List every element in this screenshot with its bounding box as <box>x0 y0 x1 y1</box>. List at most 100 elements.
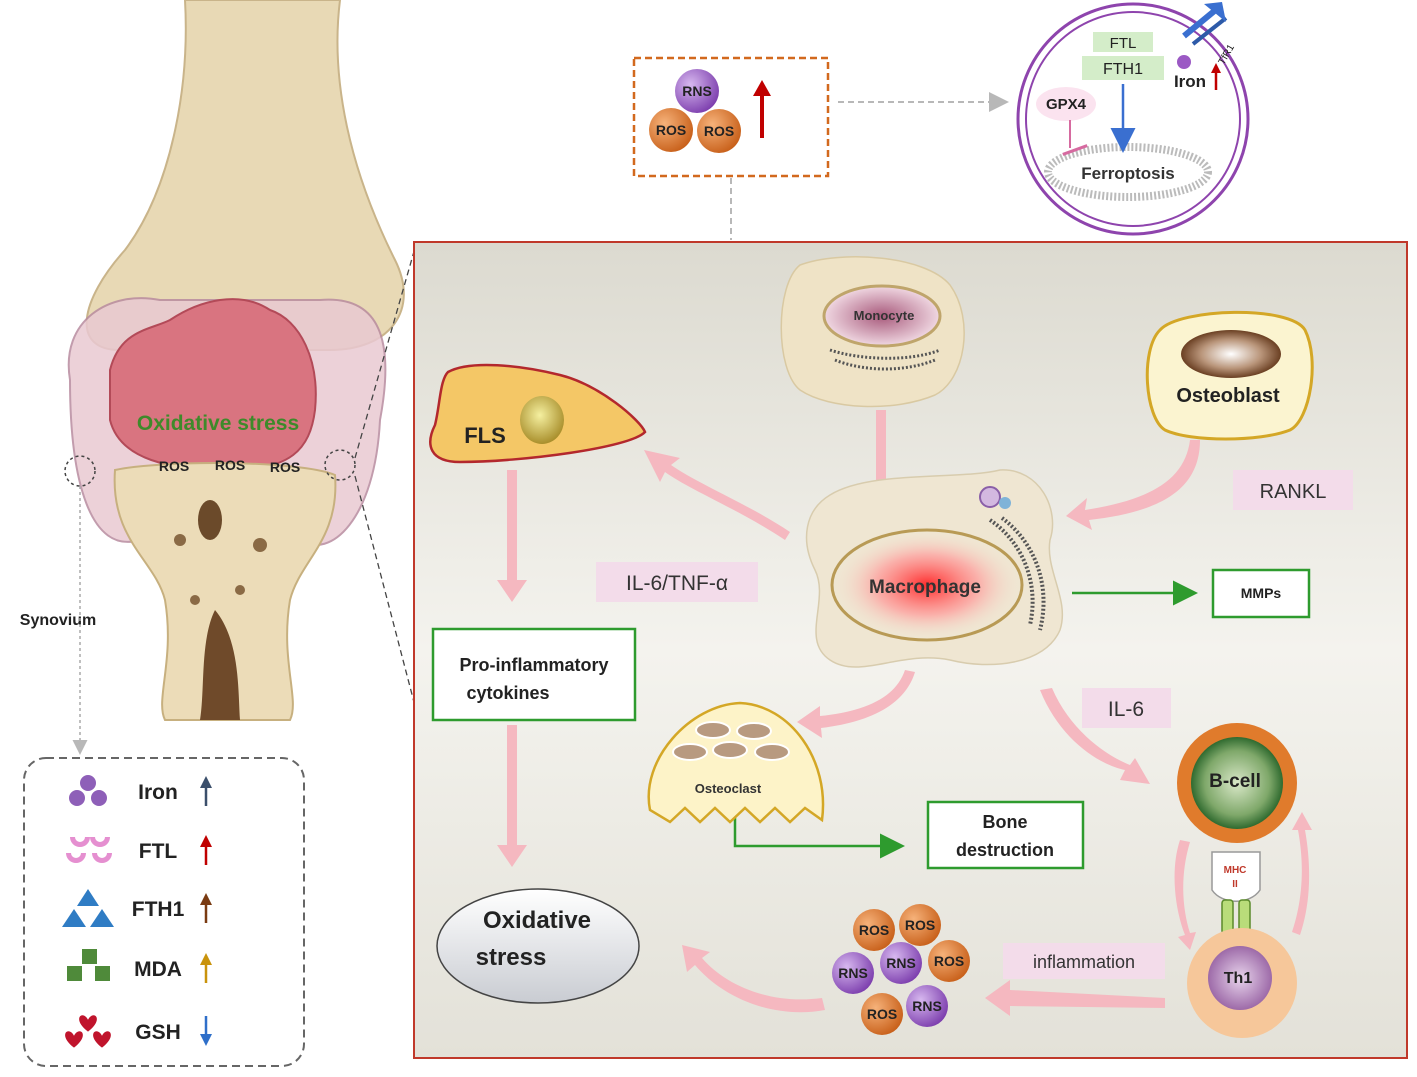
osteoblast-cell <box>1145 310 1314 441</box>
cluster-sphere-ros-4: ROS <box>861 993 903 1035</box>
arrow-up-icon <box>200 835 212 865</box>
iron-dot-icon <box>1177 55 1191 69</box>
bone-destruction-label-line1: Bone <box>983 812 1028 832</box>
arrow-down-icon <box>200 1016 212 1046</box>
mmps-box <box>1211 568 1311 619</box>
cytokines-to-oxidative-arrow <box>497 725 527 867</box>
legend-row-ftl: FTL <box>66 835 212 865</box>
legend-label-ftl: FTL <box>139 840 178 863</box>
th1-label: Th1 <box>1224 970 1253 987</box>
oxidative-stress-label-line2: stress <box>476 944 547 971</box>
inflammation-label: inflammation <box>1033 952 1135 972</box>
arrow-up-icon <box>200 893 212 923</box>
ros-sphere-2 <box>697 109 741 153</box>
ferroptosis-cell <box>1016 2 1250 236</box>
knee-joint-illustration <box>64 0 405 721</box>
bone-destruction-box <box>926 800 1085 870</box>
il6-tag <box>1082 688 1171 728</box>
gpx4-box <box>1036 87 1096 121</box>
arrow-up-icon <box>200 953 212 983</box>
cluster-label-5: RNS <box>912 998 942 1014</box>
ros-sphere-1 <box>649 108 693 152</box>
fls-cell <box>429 363 647 464</box>
iron-label: Iron <box>1174 72 1206 91</box>
monocyte-cell <box>780 256 965 408</box>
il6-tnf-tag <box>596 562 758 602</box>
bone-destruction-label-line2: destruction <box>956 840 1054 860</box>
legend-label-mda: MDA <box>134 958 182 981</box>
legend-label-gsh: GSH <box>135 1021 181 1044</box>
mhc-ii-molecule <box>1211 851 1261 935</box>
joint-zoom-circle <box>324 449 356 481</box>
ferritin-light-chain-icon <box>66 837 112 863</box>
ftl-box <box>1093 32 1153 52</box>
th1-cell <box>1187 928 1297 1038</box>
osteoclast-cell <box>647 701 825 824</box>
ros-cluster-to-oxidative-arrow <box>682 945 825 1013</box>
ros-rns-cluster: RNS ROS RNS ROS ROS RNS ROS <box>832 904 970 1035</box>
arrow-up-icon <box>200 776 212 806</box>
cluster-label-2: RNS <box>838 965 868 981</box>
cluster-sphere-rns-6: RNS <box>880 942 922 984</box>
cluster-label-3: ROS <box>934 953 964 969</box>
pro-inflammatory-label-line2: cytokines <box>466 683 549 703</box>
oxidative-stress-oval <box>436 888 640 1004</box>
fls-to-cytokines-arrow <box>497 470 527 602</box>
macrophage-to-bcell-arrow <box>1040 688 1150 784</box>
ftl-label: FTL <box>1110 35 1137 52</box>
macrophage-label: Macrophage <box>869 577 981 598</box>
joint-oxidative-stress-label: Oxidative stress <box>137 412 299 435</box>
macrophage-cell <box>805 469 1064 668</box>
ros-label-2: ROS <box>704 123 734 139</box>
joint-ros-label-3: ROS <box>270 459 300 475</box>
th1-to-bcell-arrow <box>1292 812 1312 935</box>
il6-label: IL-6 <box>1108 698 1144 721</box>
monocyte-to-macrophage-arrow <box>866 410 896 505</box>
bcell-to-th1-arrow <box>1174 840 1196 950</box>
il6-tnf-label: IL-6/TNF-α <box>626 572 728 595</box>
rankl-tag <box>1233 470 1353 510</box>
tfr1-receptor-icon <box>1182 2 1228 46</box>
gpx4-label: GPX4 <box>1046 96 1087 113</box>
ros-increase-arrow-icon <box>753 80 771 138</box>
zoom-line-bottom <box>354 475 416 707</box>
inflammation-tag <box>1003 943 1165 979</box>
osteoblast-to-macrophage-arrow <box>1066 440 1200 530</box>
cluster-sphere-ros-0: ROS <box>853 909 895 951</box>
cluster-label-1: ROS <box>905 917 935 933</box>
cluster-label-6: RNS <box>886 955 916 971</box>
oxidative-stress-label-line1: Oxidative <box>483 907 591 934</box>
rns-label: RNS <box>682 83 712 99</box>
b-cell <box>1177 723 1297 843</box>
square-cluster-icon <box>67 949 110 981</box>
mmps-label: MMPs <box>1241 585 1282 601</box>
osteoclast-label: Osteoclast <box>695 781 762 796</box>
rankl-label: RANKL <box>1260 481 1327 503</box>
cluster-sphere-ros-1: ROS <box>899 904 941 946</box>
rns-sphere <box>675 69 719 113</box>
synovium-zoom-circle <box>64 455 96 487</box>
cluster-label-4: ROS <box>867 1006 897 1022</box>
fth1-box <box>1082 56 1164 80</box>
pink-arrows <box>497 410 1312 1016</box>
cluster-sphere-rns-2: RNS <box>832 952 874 994</box>
heart-cluster-icon <box>65 1015 111 1048</box>
biomarker-legend-box <box>23 757 305 1067</box>
ros-label-1: ROS <box>656 122 686 138</box>
legend-row-fth1: FTH1 <box>62 889 212 927</box>
pro-inflammatory-cytokines-box <box>431 627 637 722</box>
b-cell-label: B-cell <box>1209 771 1261 792</box>
iron-cluster-icon <box>69 775 107 806</box>
mhc-label-line1: MHC <box>1224 865 1247 876</box>
macrophage-to-osteoclast-arrow <box>797 670 915 738</box>
fls-label: FLS <box>464 423 506 448</box>
osteoblast-label: Osteoblast <box>1176 385 1280 407</box>
legend-label-fth1: FTH1 <box>132 898 185 921</box>
triangle-cluster-icon <box>62 889 114 927</box>
th1-to-ros-cluster-arrow <box>985 980 1165 1016</box>
legend-row-mda: MDA <box>67 949 212 983</box>
joint-ros-label-2: ROS <box>215 457 245 473</box>
monocyte-label: Monocyte <box>854 308 915 323</box>
